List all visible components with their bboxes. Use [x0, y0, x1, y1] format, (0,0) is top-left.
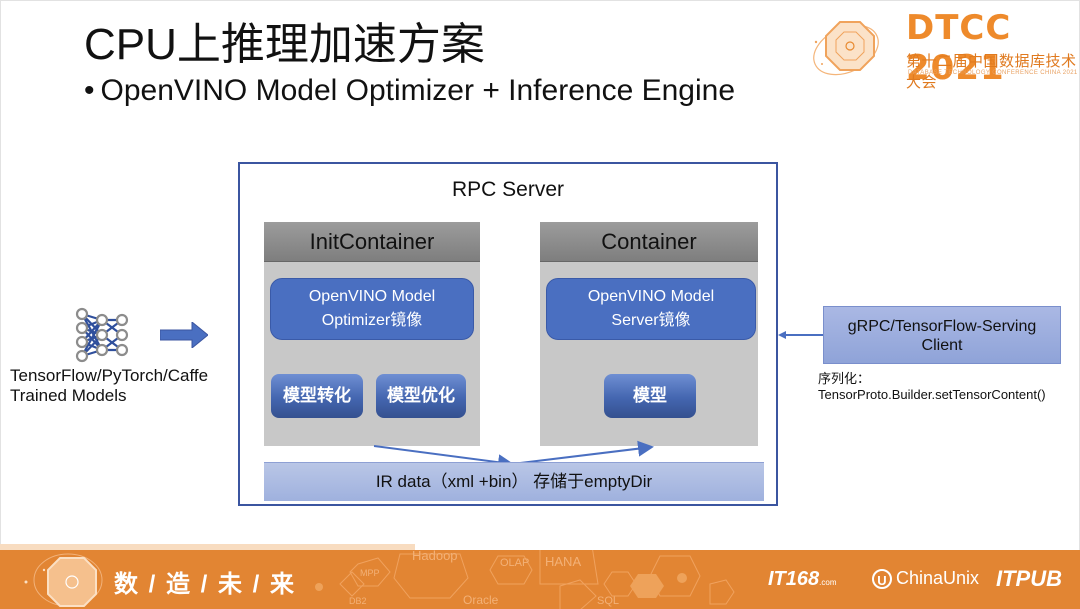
init-container: InitContainer OpenVINO Model Optimizer镜像…: [264, 222, 480, 446]
itpub-logo: ITPUB: [996, 566, 1062, 591]
it168-suffix: .com: [819, 578, 837, 587]
slogan-emblem-icon: [47, 557, 97, 607]
it168-logo: IT168.com: [768, 568, 837, 591]
optimizer-image-line2: Optimizer镜像: [321, 312, 423, 329]
bullet-marker: •: [84, 74, 95, 107]
serialization-note-line2: TensorProto.Builder.setTensorContent(): [818, 387, 1046, 402]
chinaunix-text: ChinaUnix: [896, 568, 980, 588]
container-title: Container: [540, 222, 758, 262]
tag-olap: OLAP: [500, 557, 529, 569]
serialization-note: 序列化： TensorProto.Builder.setTensorConten…: [818, 371, 1046, 403]
init-container-title: InitContainer: [264, 222, 480, 262]
serving-container: Container OpenVINO Model Server镜像 模型: [540, 222, 758, 446]
tag-oracle: Oracle: [463, 593, 499, 607]
tag-mpp: MPP: [360, 568, 380, 578]
optimizer-image-line1: OpenVINO Model: [308, 288, 436, 305]
dtcc-logo: DTCC 2021 第十二届中国数据库技术大会 DATABASE TECHNOL…: [800, 6, 1080, 91]
tag-sql: SQL: [597, 595, 619, 607]
rpc-server-title: RPC Server: [451, 178, 565, 201]
server-image-box: OpenVINO Model Server镜像: [546, 278, 756, 340]
client-line1: gRPC/TensorFlow-Serving: [847, 318, 1037, 335]
grpc-client-box: gRPC/TensorFlow-Serving Client: [823, 306, 1061, 364]
serialization-note-line1: 序列化：: [818, 371, 871, 386]
source-models-line2: Trained Models: [10, 386, 127, 405]
source-models-label: TensorFlow/PyTorch/Caffe Trained Models: [10, 366, 208, 406]
footer-banner: Hadoop MPP DB2 OLAP HANA Oracle SQL 数 / …: [0, 550, 1080, 609]
ir-storage-bar: IR data（xml +bin） 存储于emptyDir: [264, 462, 764, 501]
arrow-right-icon: [160, 322, 208, 348]
model-box: 模型: [604, 374, 696, 418]
it168-text: IT168: [768, 568, 820, 590]
client-line2: Client: [921, 337, 963, 354]
logo-subtitle-cn: 第十二届中国数据库技术大会: [906, 53, 1077, 91]
server-image-line2: Server镜像: [611, 312, 691, 329]
optimizer-image-box: OpenVINO Model Optimizer镜像: [270, 278, 474, 340]
rpc-server-box: RPC Server InitContainer OpenVINO Model …: [238, 162, 778, 506]
bullet-item: •OpenVINO Model Optimizer + Inference En…: [84, 74, 735, 108]
tag-hadoop: Hadoop: [412, 550, 458, 563]
footer-slogan: 数 / 造 / 未 / 来: [114, 571, 297, 598]
model-optimize-box: 模型优化: [376, 374, 466, 418]
model-convert-box: 模型转化: [271, 374, 363, 418]
arrow-left-icon: [778, 331, 824, 339]
chinaunix-icon: U: [872, 569, 892, 590]
server-image-line1: OpenVINO Model: [587, 288, 715, 305]
tag-db2: DB2: [349, 596, 367, 606]
dtcc-emblem-icon: [813, 21, 879, 76]
slide-title: CPU上推理加速方案: [84, 20, 485, 69]
footer-decoration: Hadoop MPP DB2 OLAP HANA Oracle SQL: [24, 550, 735, 609]
logo-title: DTCC 2021: [906, 8, 1012, 88]
bullet-text: OpenVINO Model Optimizer + Inference Eng…: [100, 74, 735, 107]
source-models-line1: TensorFlow/PyTorch/Caffe: [10, 366, 209, 385]
footer-accent-strip: [0, 544, 415, 552]
tag-hana: HANA: [545, 554, 581, 569]
neural-network-icon: [75, 307, 129, 363]
logo-subtitle-en: DATABASE TECHNOLOGY CONFERENCE CHINA 202…: [908, 70, 1078, 76]
